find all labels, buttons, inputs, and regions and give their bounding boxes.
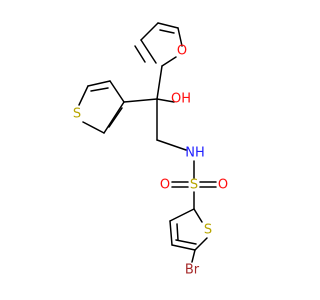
atom-label-o: O [160, 178, 170, 193]
bond [109, 80, 125, 103]
bond [134, 45, 146, 63]
bond [156, 65, 163, 100]
bond [90, 87, 109, 92]
atom-label-br: Br [185, 263, 200, 278]
bond [140, 22, 159, 41]
atom-label-oh: OH [171, 92, 191, 107]
bond [194, 237, 208, 251]
atom-label-s: S [190, 178, 198, 193]
bond [140, 39, 157, 64]
bond [169, 208, 195, 222]
bond [156, 139, 187, 151]
atom-labels: O OH S NH S O O S Br [73, 44, 228, 278]
bond [175, 239, 197, 245]
bond [161, 56, 177, 67]
atom-label-s: S [73, 107, 81, 122]
bond [171, 244, 196, 251]
bond [191, 249, 196, 263]
atom-label-o: O [177, 44, 187, 59]
bond [103, 101, 125, 134]
bond [87, 80, 111, 87]
bond [176, 223, 179, 241]
bonds [78, 22, 217, 263]
bond [123, 98, 158, 103]
bond [169, 220, 173, 246]
bond [108, 107, 123, 128]
bond [156, 98, 175, 103]
bond [177, 27, 183, 47]
molecule-structure: O OH S NH S O O S Br [73, 22, 228, 278]
atom-label-nh: NH [185, 146, 205, 161]
bond [78, 85, 89, 106]
bond [193, 208, 203, 223]
atom-label-o: O [218, 178, 228, 193]
bond [159, 29, 175, 34]
atom-label-s: S [204, 223, 212, 238]
bond [157, 22, 179, 29]
bond [82, 121, 105, 134]
